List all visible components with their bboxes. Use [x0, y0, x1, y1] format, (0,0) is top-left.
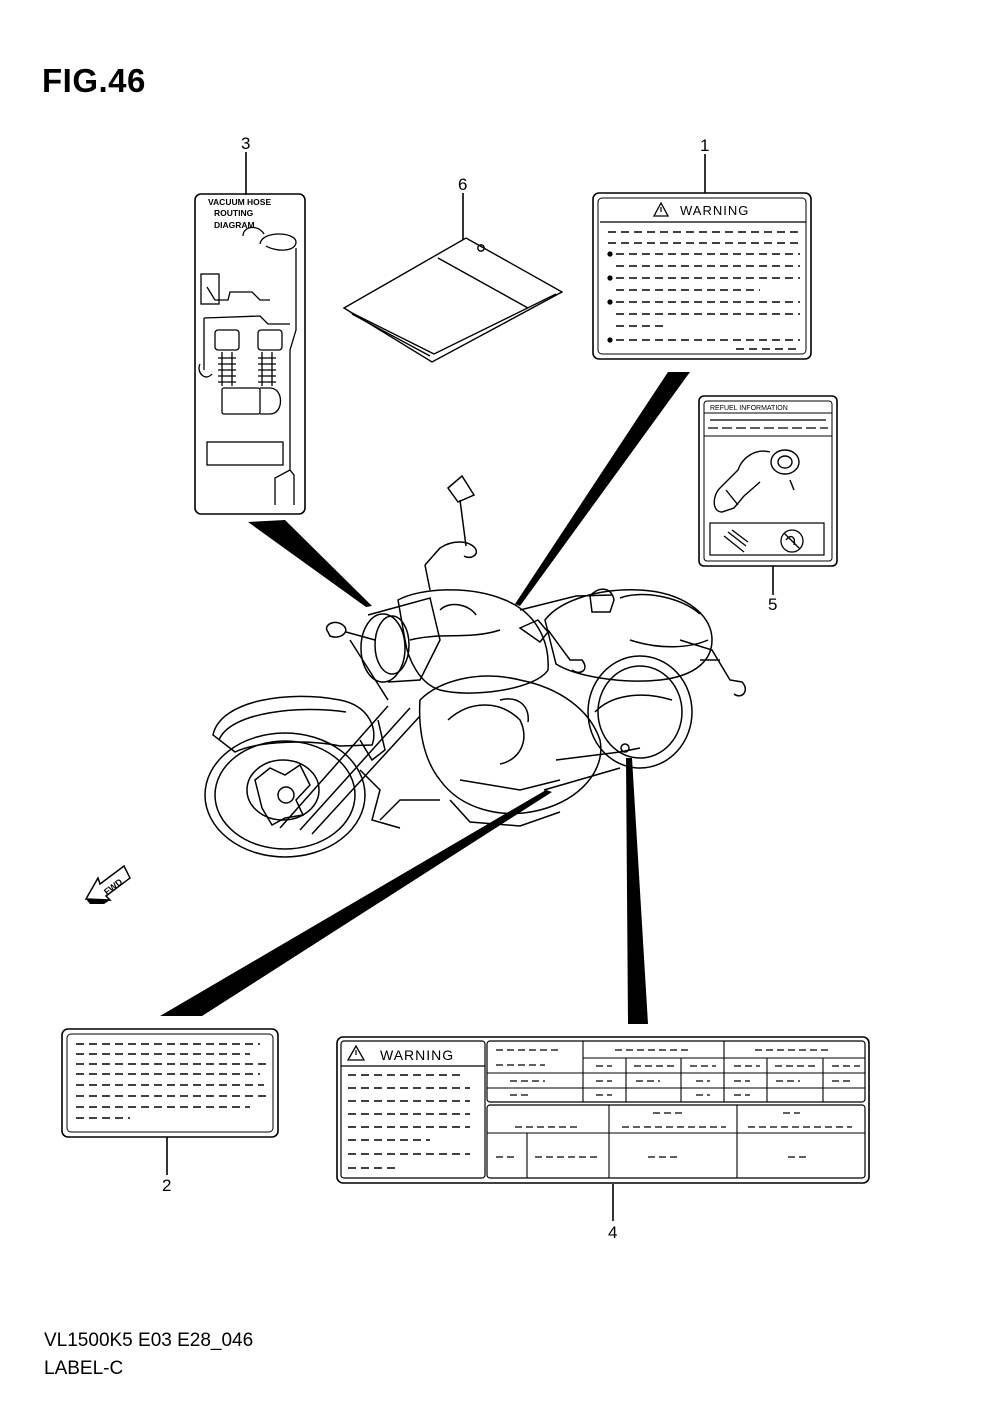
motorcycle-illustration: [204, 474, 746, 858]
callout-5: 5: [768, 595, 778, 614]
footer-section-label: LABEL-C: [44, 1358, 124, 1379]
label-5-refuel: REFUEL INFORMATION: [698, 395, 838, 567]
warning-triangle-icon: [652, 201, 670, 217]
footer-model-code: VL1500K5 E03 E28_046: [44, 1330, 254, 1351]
callout-1: 1: [700, 136, 710, 155]
label3-line2: ROUTING: [214, 208, 254, 218]
no-fire-icon: [723, 529, 804, 553]
pointer-label2: [160, 790, 552, 1016]
label4-warning-triangle-icon: [346, 1044, 366, 1061]
label3-line1: VACUUM HOSE: [208, 197, 271, 207]
callout-4: 4: [608, 1223, 618, 1242]
pointer-label3: [248, 520, 372, 607]
callout-6: 6: [458, 175, 468, 194]
leader-lines: [166, 152, 774, 1221]
label-1-warning: WARNING: [592, 192, 812, 360]
item-6-pouch: [342, 237, 564, 363]
hose-schematic: [198, 226, 297, 505]
label1-warning-text: WARNING: [680, 203, 749, 218]
label-2: [61, 1028, 279, 1138]
label3-line3: DIAGRAM: [214, 220, 255, 230]
callout-3: 3: [241, 134, 251, 153]
callout-2: 2: [162, 1176, 172, 1195]
label4-warning-text: WARNING: [380, 1047, 454, 1063]
pointer-label1: [515, 372, 690, 606]
label-3-vacuum-hose: VACUUM HOSE ROUTING DIAGRAM: [194, 193, 306, 515]
wedge-pointers: [160, 372, 690, 1024]
figure-title: FIG.46: [42, 62, 146, 99]
label-4-warning: WARNING: [336, 1036, 870, 1184]
label5-header-text: REFUEL INFORMATION: [710, 405, 788, 412]
fuel-nozzle-icon: [713, 449, 800, 513]
fwd-arrow-icon: FWD: [84, 864, 131, 904]
pointer-label4: [626, 758, 648, 1024]
